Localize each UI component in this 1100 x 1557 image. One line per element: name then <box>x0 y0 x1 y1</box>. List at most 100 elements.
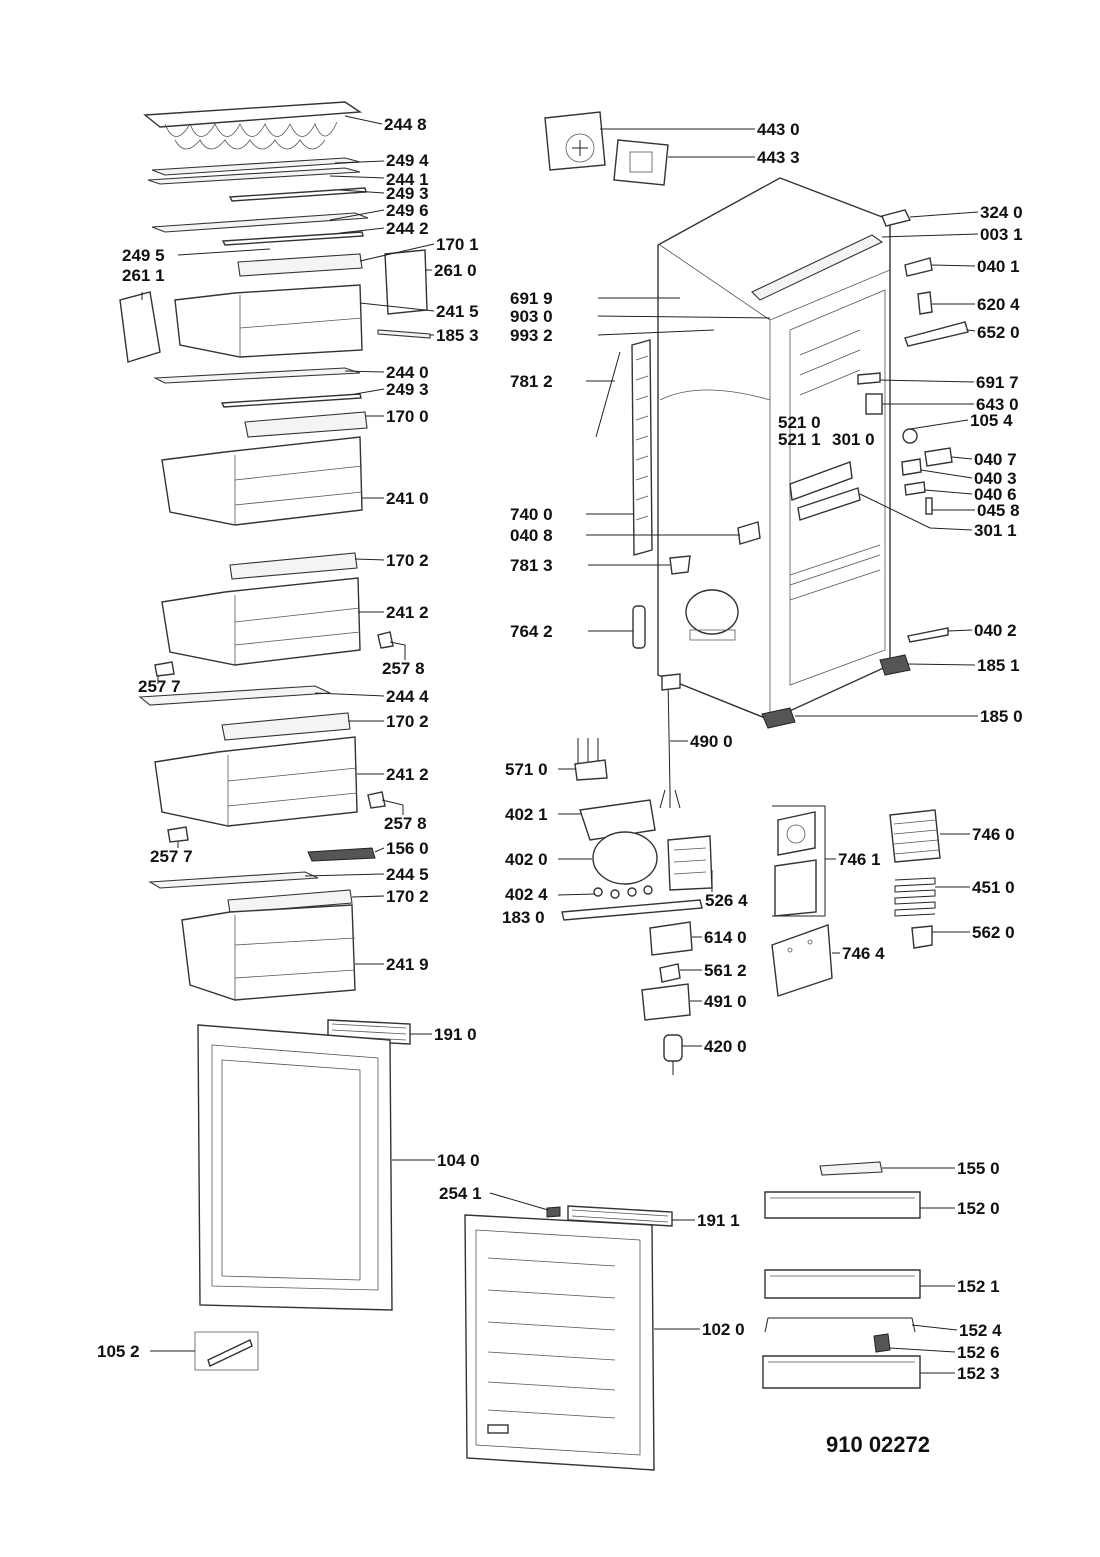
callout-label: 040 3 <box>974 469 1017 488</box>
top-cover <box>751 234 884 301</box>
callout-label: 652 0 <box>977 323 1020 342</box>
drawer-cover-170-2b <box>221 712 351 741</box>
callout-label: 105 2 <box>97 1342 140 1361</box>
callout-label: 451 0 <box>972 878 1015 897</box>
callout-label: 249 3 <box>386 184 429 203</box>
control-board <box>789 461 853 501</box>
callout-label: 521 0 <box>778 413 821 432</box>
glass-shelf-244-5 <box>148 871 319 889</box>
callout-label: 152 4 <box>959 1321 1002 1340</box>
callout-label: 402 0 <box>505 850 548 869</box>
drawer-clip-left-a <box>154 661 175 677</box>
callout-label: 185 0 <box>980 707 1023 726</box>
drawer-clip-right-b <box>367 791 386 809</box>
callout-label: 490 0 <box>690 732 733 751</box>
cover-746-4 <box>771 924 833 997</box>
callout-label: 691 7 <box>976 373 1019 392</box>
hinge-bracket <box>194 1331 259 1371</box>
callout-label: 491 0 <box>704 992 747 1011</box>
callout-label: 170 2 <box>386 887 429 906</box>
bracket-040-6 <box>904 481 926 496</box>
callout-label: 191 0 <box>434 1025 477 1044</box>
callout-label: 764 2 <box>510 622 553 641</box>
lamp-holder <box>902 428 918 444</box>
callout-label: 324 0 <box>980 203 1023 222</box>
callout-label: 249 6 <box>386 201 429 220</box>
ice-tray <box>307 847 376 862</box>
bracket-040-1 <box>904 257 933 277</box>
relay-571-0 <box>574 738 608 781</box>
bracket-040-3 <box>901 458 922 476</box>
filter-drier <box>632 605 646 649</box>
panel-group-746-1 <box>772 805 826 917</box>
drawer-upper <box>174 284 363 358</box>
cabinet <box>657 177 891 721</box>
top-clip <box>881 209 912 227</box>
balcony-rail <box>764 1317 916 1333</box>
power-plug <box>661 673 681 691</box>
drawer-241-2b <box>154 736 358 827</box>
callout-label: 257 8 <box>382 659 425 678</box>
egg-tray <box>819 1161 883 1176</box>
callout-label: 402 4 <box>505 885 548 904</box>
callout-label: 261 0 <box>434 261 477 280</box>
door-balcony-152-0 <box>764 1191 921 1219</box>
compressor-installed <box>685 589 739 641</box>
callout-label: 781 3 <box>510 556 553 575</box>
callout-label: 244 0 <box>386 363 429 382</box>
cap-254-1 <box>546 1206 561 1218</box>
callout-labels: 244 8 249 4 244 1 249 3 249 6 244 2 249 … <box>97 115 1023 1383</box>
callout-label: 746 4 <box>842 944 885 963</box>
power-cord <box>659 679 681 809</box>
callout-label: 257 7 <box>138 677 181 696</box>
callout-label: 170 0 <box>386 407 429 426</box>
side-panel-right <box>384 249 428 315</box>
callout-label: 241 5 <box>436 302 479 321</box>
drawer-241-0 <box>161 436 363 526</box>
callout-label: 993 2 <box>510 326 553 345</box>
balcony-insert <box>873 1333 891 1353</box>
callout-label: 746 0 <box>972 825 1015 844</box>
callout-label: 614 0 <box>704 928 747 947</box>
bracket-040-2 <box>907 627 949 643</box>
motor-491-0 <box>641 983 691 1021</box>
callout-label: 521 1 <box>778 430 821 449</box>
callout-label: 249 5 <box>122 246 165 265</box>
drawer-241-2a <box>161 577 361 666</box>
callout-label: 170 2 <box>386 551 429 570</box>
display-unit <box>865 393 883 415</box>
shelf-trim-middle <box>220 393 362 408</box>
capillary-tube <box>595 351 621 438</box>
callout-label: 156 0 <box>386 839 429 858</box>
callout-label: 152 0 <box>957 1199 1000 1218</box>
callout-label: 249 4 <box>386 151 429 170</box>
glass-shelf-244-4 <box>138 685 331 706</box>
drawer-clip-left-b <box>167 826 189 843</box>
rail <box>377 329 431 339</box>
callout-label: 152 6 <box>957 1343 1000 1362</box>
base-rail <box>561 899 703 921</box>
callout-label: 185 3 <box>436 326 479 345</box>
door-balcony-152-3 <box>762 1355 921 1389</box>
drawer-cover-170-2c <box>227 889 353 914</box>
callout-label: 241 2 <box>386 765 429 784</box>
document-number: 910 02272 <box>826 1432 930 1457</box>
callout-label: 152 3 <box>957 1364 1000 1383</box>
door-balcony-152-1 <box>764 1269 921 1299</box>
callout-label: 561 2 <box>704 961 747 980</box>
callout-label: 443 3 <box>757 148 800 167</box>
glass-shelf-middle <box>152 367 361 384</box>
drawer-clip-right-a <box>377 631 394 649</box>
fan-unit <box>544 111 606 171</box>
callout-label: 257 7 <box>150 847 193 866</box>
callout-label: 040 1 <box>977 257 1020 276</box>
callout-label: 903 0 <box>510 307 553 326</box>
callout-label: 191 1 <box>697 1211 740 1230</box>
drawer-241-9 <box>181 904 356 1001</box>
callout-label: 244 5 <box>386 865 429 884</box>
foot-185-1 <box>879 654 911 676</box>
part-drawings <box>119 101 969 1471</box>
callout-label: 740 0 <box>510 505 553 524</box>
callout-label: 244 1 <box>386 170 429 189</box>
